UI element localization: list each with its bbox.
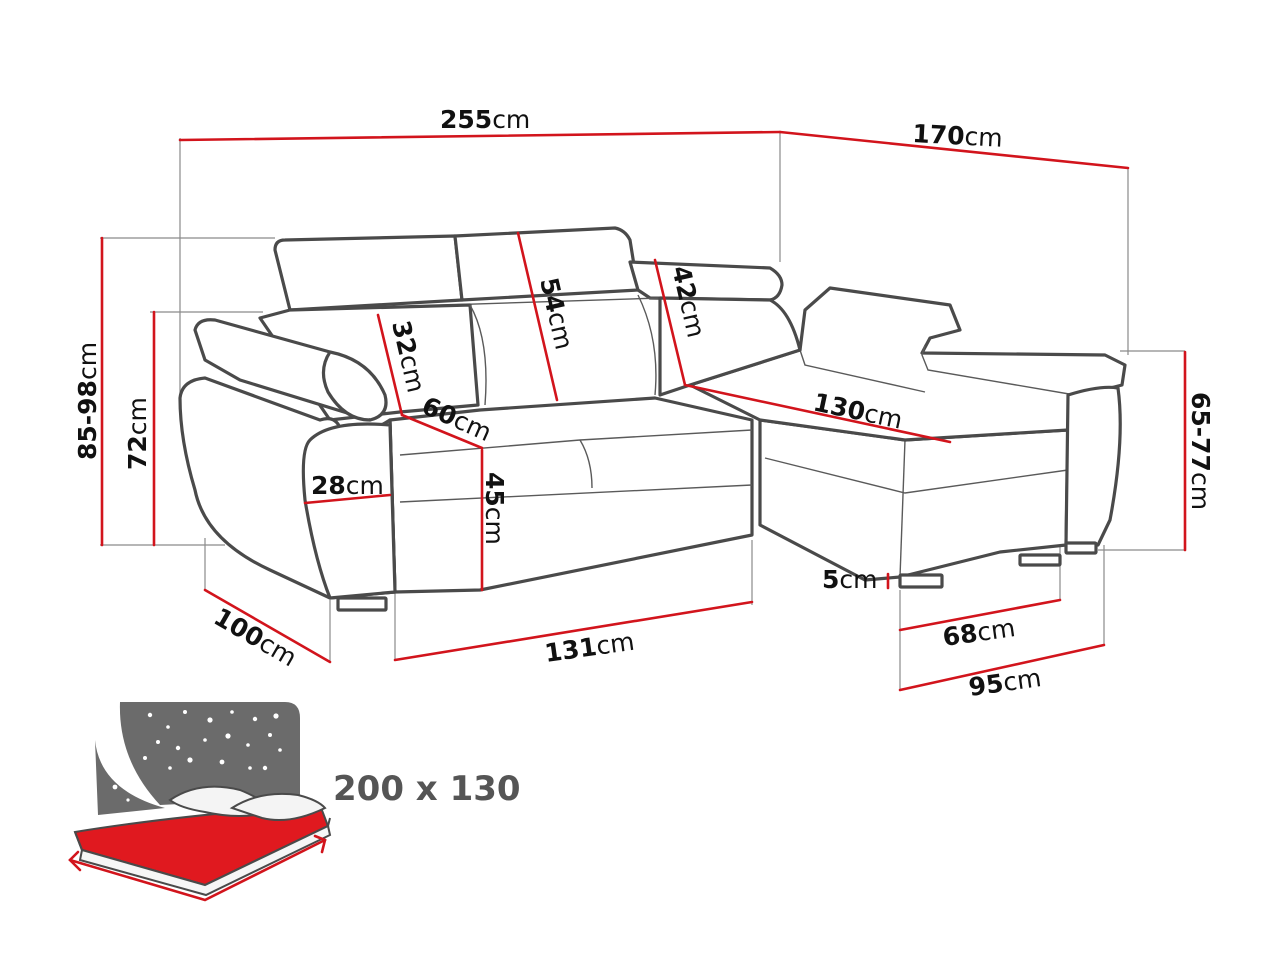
extension-lines [100,132,1185,690]
label-chaise-depth: 170cm [912,119,1004,153]
star-icons [106,710,282,802]
label-total-height: 85-98cm [73,342,102,460]
label-seat-width: 131cm [543,627,636,668]
label-leg-height: 5cm [822,565,878,594]
label-seat-height: 45cm [480,472,509,545]
label-armrest-width: 28cm [311,471,384,500]
dimension-labels: 255cm 170cm 85-98cm 72cm 65-77cm 54cm 32… [73,105,1215,702]
label-chaise-height: 65-77cm [1186,392,1215,510]
label-total-width: 255cm [440,105,530,134]
sleeping-area-label: 200 x 130 [333,769,521,809]
bed-night-icon [68,702,332,902]
label-chaise-width: 95cm [967,663,1043,702]
label-back-height: 72cm [123,397,152,470]
dimension-lines [100,130,1187,692]
label-chaise-seat-width: 68cm [941,613,1017,652]
sofa-drawing [178,226,1127,612]
